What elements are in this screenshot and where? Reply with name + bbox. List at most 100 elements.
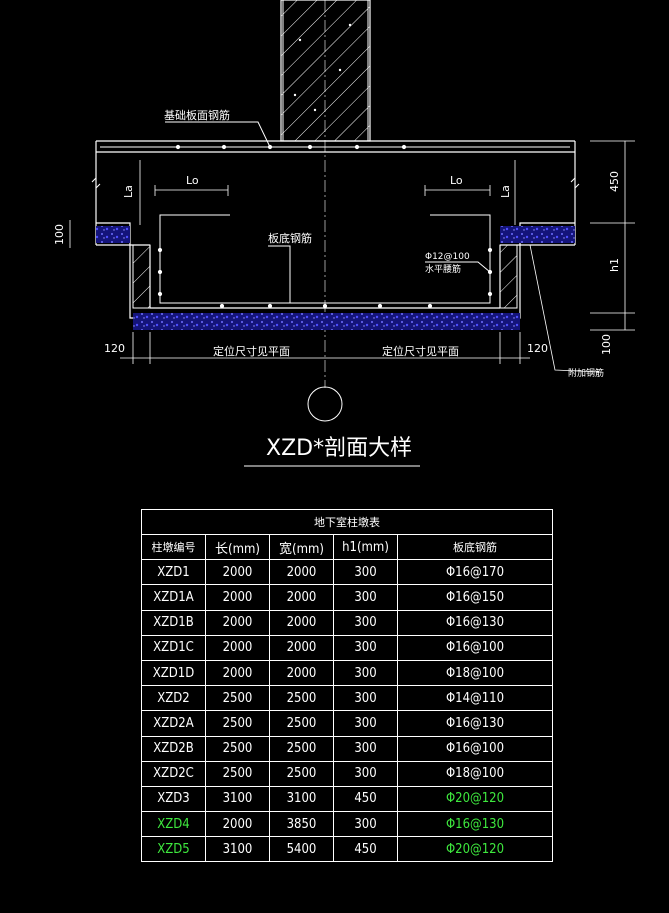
table-cell-id: XZD4 xyxy=(141,811,206,838)
table-cell-len: 2500 xyxy=(205,760,270,787)
table-cell-wid: 2500 xyxy=(269,710,334,737)
table-cell-wid: 5400 xyxy=(269,836,334,863)
table-cell-rebar: Φ16@170 xyxy=(397,559,553,586)
table-cell-len: 2000 xyxy=(205,659,270,687)
rebars xyxy=(100,121,570,309)
table-cell-id: XZD2 xyxy=(141,685,206,712)
table-cell-rebar: Φ16@100 xyxy=(397,634,553,661)
table-cell-wid: 3100 xyxy=(269,785,334,813)
table-cell-rebar: Φ20@120 xyxy=(397,836,553,863)
table-cell-len: 3100 xyxy=(205,785,270,813)
table-header-cell: 宽(mm) xyxy=(269,533,334,561)
table-cell-id: XZD3 xyxy=(141,785,206,813)
dim-120-right-label: 120 xyxy=(527,342,548,355)
position-left-label: 定位尺寸见平面 xyxy=(213,344,290,358)
table-cell-rebar: Φ16@130 xyxy=(397,609,553,636)
column xyxy=(280,0,371,142)
la-right-label: La xyxy=(499,185,512,198)
table-cell-id: XZD1A xyxy=(141,584,206,611)
dim-100-right-label: 100 xyxy=(600,334,613,355)
section-title: XZD*剖面大样 xyxy=(266,436,412,461)
table-cell-h1: 300 xyxy=(333,735,398,762)
bottom-rebar-label: 板底钢筋 xyxy=(268,231,312,245)
table-cell-id: XZD2A xyxy=(141,710,206,737)
top-rebar-label: 基础板面钢筋 xyxy=(164,108,230,122)
table-cell-rebar: Φ20@120 xyxy=(397,785,553,813)
table-cell-h1: 300 xyxy=(333,760,398,787)
horiz-rebar-label-2: 水平腰筋 xyxy=(425,263,461,275)
table-cell-len: 2000 xyxy=(205,634,270,661)
table-cell-len: 2000 xyxy=(205,559,270,586)
table-cell-wid: 2000 xyxy=(269,559,334,586)
waterproof-label: 附加钢筋 xyxy=(568,367,604,379)
table-cell-len: 2500 xyxy=(205,685,270,712)
table-cell-wid: 2500 xyxy=(269,735,334,762)
dim-120-left-label: 120 xyxy=(104,342,125,355)
pit-walls xyxy=(132,244,518,309)
dim-100-left-label: 100 xyxy=(53,224,66,245)
table-cell-wid: 2500 xyxy=(269,760,334,787)
table-cell-h1: 300 xyxy=(333,634,398,661)
table-cell-h1: 450 xyxy=(333,836,398,863)
table-cell-rebar: Φ18@100 xyxy=(397,659,553,687)
table-cell-h1: 300 xyxy=(333,710,398,737)
lo-right-label: Lo xyxy=(450,174,463,187)
table-cell-h1: 300 xyxy=(333,659,398,687)
table-cell-wid: 3850 xyxy=(269,811,334,838)
table-cell-wid: 2500 xyxy=(269,685,334,712)
table-cell-id: XZD5 xyxy=(141,836,206,863)
table-header-cell: 柱墩编号 xyxy=(141,533,206,561)
lo-left-label: Lo xyxy=(186,174,199,187)
table-cell-rebar: Φ16@150 xyxy=(397,584,553,611)
dim-450-label: 450 xyxy=(608,171,621,192)
table-cell-id: XZD1 xyxy=(141,559,206,586)
table-cell-wid: 2000 xyxy=(269,634,334,661)
table-cell-wid: 2000 xyxy=(269,609,334,636)
table-header-cell: 板底钢筋 xyxy=(397,533,553,561)
table-cell-len: 2000 xyxy=(205,584,270,611)
section-symbol xyxy=(307,386,343,422)
table-cell-id: XZD2B xyxy=(141,735,206,762)
table-cell-h1: 300 xyxy=(333,609,398,636)
la-left-label: La xyxy=(122,185,135,198)
table-cell-h1: 300 xyxy=(333,559,398,586)
table-cell-rebar: Φ16@130 xyxy=(397,811,553,838)
dimension-lines xyxy=(69,140,635,373)
table-cell-h1: 300 xyxy=(333,811,398,838)
table-cell-rebar: Φ14@110 xyxy=(397,685,553,712)
table-cell-h1: 300 xyxy=(333,584,398,611)
dim-h1-label: h1 xyxy=(608,258,621,272)
table-cell-len: 2000 xyxy=(205,811,270,838)
section-drawing: 基础板面钢筋 板底钢筋 Φ12@100 水平腰筋 Lo Lo La La 450… xyxy=(53,0,635,467)
table-cell-len: 2500 xyxy=(205,710,270,737)
table-cell-rebar: Φ16@100 xyxy=(397,735,553,762)
table-cell-id: XZD1B xyxy=(141,609,206,636)
table-cell-wid: 2000 xyxy=(269,659,334,687)
table-cell-id: XZD2C xyxy=(141,760,206,787)
table-cell-id: XZD1C xyxy=(141,634,206,661)
table-header-cell: 长(mm) xyxy=(205,533,270,561)
table-cell-len: 2500 xyxy=(205,735,270,762)
table-header-cell: h1(mm) xyxy=(333,533,398,561)
table-cell-wid: 2000 xyxy=(269,584,334,611)
table-cell-id: XZD1D xyxy=(141,659,206,687)
table-cell-rebar: Φ18@100 xyxy=(397,760,553,787)
table-cell-h1: 450 xyxy=(333,785,398,813)
table-cell-h1: 300 xyxy=(333,685,398,712)
cushion-layer xyxy=(96,226,575,330)
table-cell-len: 2000 xyxy=(205,609,270,636)
